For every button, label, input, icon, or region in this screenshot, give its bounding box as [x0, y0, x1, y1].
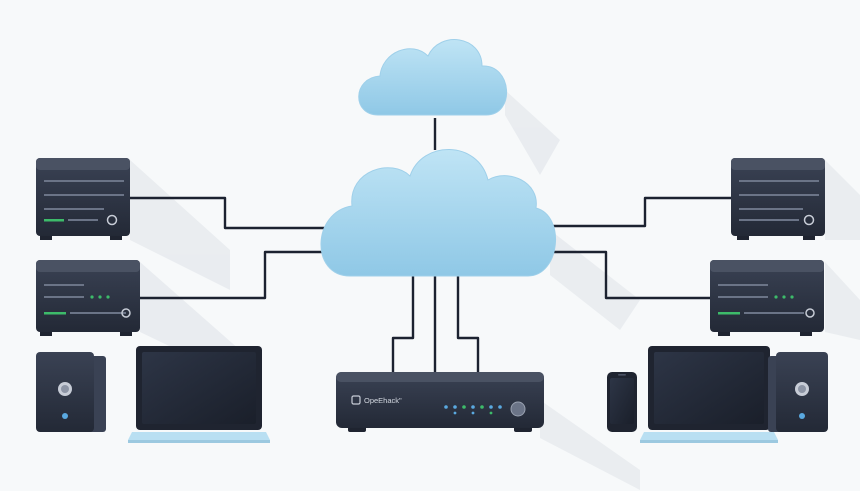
server-icon	[36, 158, 130, 240]
laptop-icon	[128, 346, 270, 443]
cloud-icon	[358, 39, 508, 116]
wire-right-server-1	[550, 196, 733, 228]
router-icon: OpeEhack"	[336, 372, 544, 432]
wire-left-server-2	[140, 250, 330, 300]
router-status-leds	[444, 405, 502, 415]
desktop-tower-icon	[36, 352, 106, 432]
laptop-icon	[640, 346, 778, 443]
desktop-tower-icon	[768, 352, 828, 432]
server-icon	[731, 158, 825, 240]
cloud-icon	[320, 149, 556, 277]
router-label: OpeEhack"	[364, 396, 402, 405]
wire-left-server-1	[130, 196, 330, 230]
smartphone-icon	[607, 372, 637, 432]
wire-right-server-2	[550, 250, 712, 300]
network-wires	[130, 118, 733, 372]
server-icon	[36, 260, 140, 336]
wire-router-1	[391, 275, 415, 372]
router-power-knob	[510, 401, 526, 417]
wire-router-3	[456, 275, 480, 372]
server-icon	[710, 260, 824, 336]
